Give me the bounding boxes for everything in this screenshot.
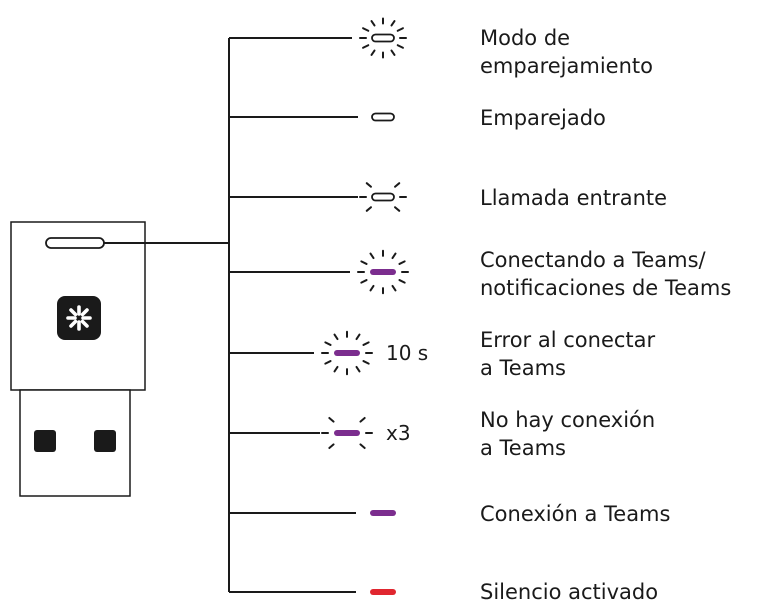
blink-ray — [369, 284, 375, 292]
blink-ray — [394, 182, 401, 188]
blink-ray — [394, 206, 401, 212]
timing-annotation-error-connecting: 10 s — [386, 341, 429, 365]
blink-ray — [362, 341, 370, 346]
blink-ray — [324, 360, 332, 365]
led-bar-muted — [370, 589, 396, 595]
blink-ray — [390, 20, 396, 27]
blink-ray — [324, 341, 332, 346]
led-muted — [370, 589, 396, 595]
blink-ray — [370, 20, 376, 27]
label-line: Silencio activado — [480, 580, 659, 604]
timing-annotation-no-connection: x3 — [386, 421, 411, 445]
blink-ray — [362, 44, 370, 49]
blink-ray — [390, 49, 396, 56]
label-line: Modo de — [480, 26, 571, 50]
blink-ray — [365, 206, 372, 212]
led-bar-incoming-call — [371, 192, 395, 202]
label-line: Conectando a Teams/ — [480, 248, 706, 272]
blink-ray — [370, 49, 376, 56]
label-connecting-teams: Conectando a Teams/notificaciones de Tea… — [480, 246, 731, 302]
blink-ray — [396, 44, 404, 49]
led-no-connection — [321, 416, 373, 450]
led-bar-error-connecting — [334, 350, 360, 356]
led-bar-paired — [371, 112, 395, 122]
label-line: notificaciones de Teams — [480, 276, 732, 300]
blink-ray — [396, 27, 404, 32]
usb-dongle — [10, 221, 146, 497]
blink-ray — [333, 333, 339, 341]
usb-contact-right — [94, 430, 116, 452]
blink-ray — [398, 260, 406, 265]
label-paired: Emparejado — [480, 104, 606, 132]
blink-ray — [355, 333, 361, 341]
led-incoming-call — [359, 182, 407, 212]
label-muted: Silencio activado — [480, 578, 658, 606]
blink-ray — [328, 416, 335, 423]
blink-ray — [328, 443, 335, 450]
led-paired — [371, 112, 395, 122]
label-line: Llamada entrante — [480, 186, 668, 210]
blink-ray — [398, 279, 406, 284]
blink-ray — [359, 416, 366, 423]
blink-ray — [369, 252, 375, 260]
led-teams-connected — [370, 510, 396, 516]
led-bar-teams-connected — [370, 510, 396, 516]
usb-contact-left — [34, 430, 56, 452]
blink-ray — [359, 443, 366, 450]
label-error-connecting: Error al conectar a Teams — [480, 326, 655, 382]
led-bar-pairing — [371, 33, 395, 43]
label-line: a Teams — [480, 436, 566, 460]
led-error-connecting — [321, 330, 373, 376]
blink-ray — [362, 27, 370, 32]
label-line: Conexión a Teams — [480, 502, 671, 526]
label-incoming-call: Llamada entrante — [480, 184, 667, 212]
blink-ray — [333, 365, 339, 373]
label-teams-connected: Conexión a Teams — [480, 500, 670, 528]
blink-ray — [355, 365, 361, 373]
blink-ray — [360, 260, 368, 265]
led-bar-no-connection — [334, 430, 360, 436]
label-line: No hay conexión — [480, 408, 656, 432]
blink-ray — [362, 360, 370, 365]
dongle-led-indicator — [45, 237, 105, 249]
teams-asterisk-icon — [57, 296, 101, 340]
label-no-connection: No hay conexión a Teams — [480, 406, 655, 462]
led-pairing — [359, 17, 407, 59]
blink-ray — [360, 279, 368, 284]
label-line: emparejamiento — [480, 54, 653, 78]
connector-lines — [104, 37, 358, 593]
label-line: Error al conectar — [480, 328, 656, 352]
label-line: a Teams — [480, 356, 566, 380]
label-pairing: Modo de emparejamiento — [480, 24, 653, 80]
label-line: Emparejado — [480, 106, 606, 130]
blink-ray — [365, 182, 372, 188]
blink-ray — [391, 252, 397, 260]
led-bar-connecting-teams — [370, 269, 396, 275]
led-connecting-teams — [357, 249, 409, 295]
led-symbols — [321, 17, 409, 595]
blink-ray — [391, 284, 397, 292]
